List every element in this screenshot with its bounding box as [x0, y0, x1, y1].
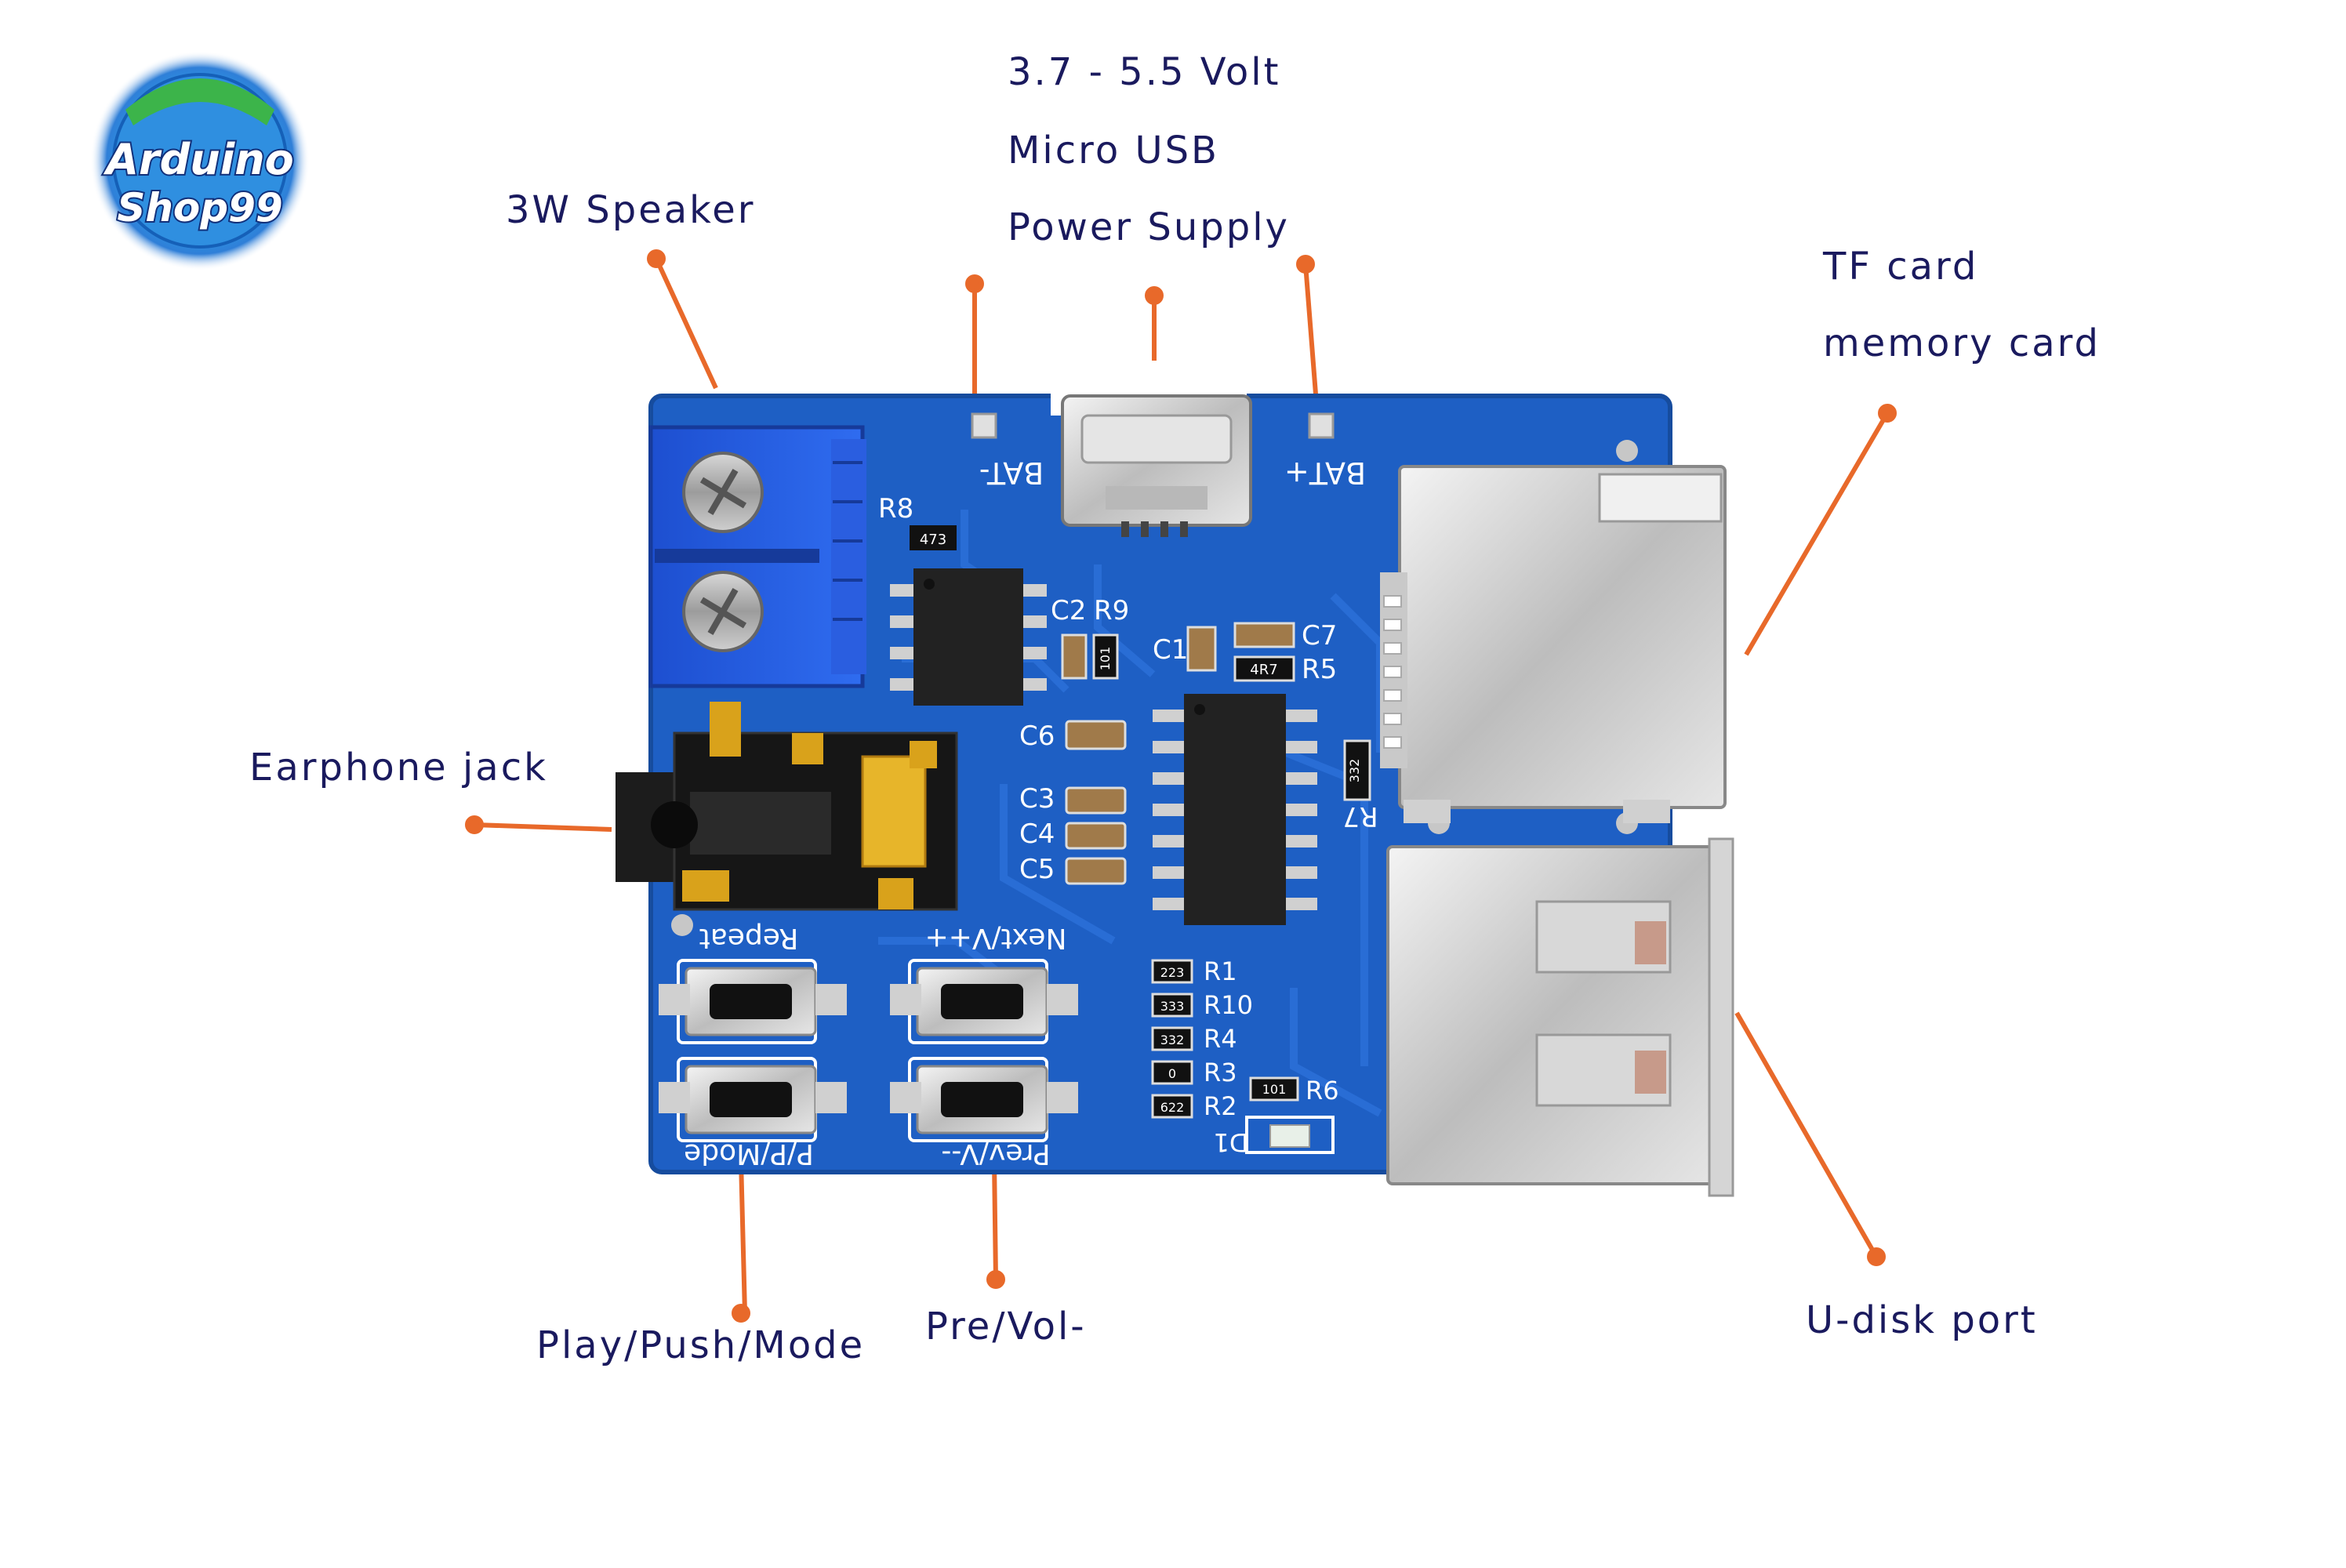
pcb-board: BAT- BAT+ R8 [616, 392, 1734, 1197]
resistor-ladder [1151, 959, 1193, 1119]
arduino-shop99-logo: Arduino Shop99 [90, 51, 310, 270]
ref-r7: R7 [1342, 800, 1378, 832]
ref-r9: R9 [1094, 595, 1129, 626]
tf-card-slot [1380, 465, 1727, 823]
ref-c4: C4 [1019, 818, 1055, 850]
power-label-usb: Micro USB [1008, 129, 1219, 172]
button-play-mode [659, 1057, 847, 1142]
silk-next: Next/V++ [925, 922, 1067, 954]
bat-minus-pad [971, 412, 997, 439]
logo-line2: Shop99 [117, 185, 282, 230]
micro-usb-port [1061, 394, 1252, 537]
bat-plus-pad [1308, 412, 1335, 439]
usb-a-port [1386, 837, 1734, 1197]
ref-c1: C1 [1153, 634, 1188, 666]
led-d1 [1269, 1124, 1310, 1148]
silk-prev: Prev/V-- [941, 1138, 1050, 1170]
ref-r1: R1 [1204, 956, 1237, 986]
marking-r5: 4R7 [1250, 662, 1277, 678]
earphone-callout-line [465, 815, 612, 834]
speaker-callout-line [647, 249, 718, 390]
ref-r3: R3 [1204, 1058, 1237, 1087]
ref-c7: C7 [1302, 620, 1337, 652]
speaker-screw-terminal [648, 425, 866, 688]
power-label-supply: Power Supply [1008, 205, 1290, 249]
silk-repeat: Repeat [699, 922, 799, 954]
resistor-r7 [1343, 739, 1371, 801]
marking-r2: 622 [1160, 1100, 1185, 1115]
bat-minus-callout-line [965, 274, 984, 414]
ref-r4: R4 [1204, 1024, 1237, 1054]
ref-c6: C6 [1019, 720, 1055, 752]
marking-r8: 473 [920, 532, 946, 548]
tf-callout-line [1744, 404, 1897, 656]
bat-minus-silk: BAT- [979, 456, 1044, 490]
resistor-r8 [910, 525, 957, 550]
bat-plus-silk: BAT+ [1284, 456, 1366, 490]
marking-r7: 332 [1347, 759, 1362, 783]
capacitor-c6 [1065, 720, 1127, 750]
speaker-label: 3W Speaker [506, 188, 756, 232]
marking-r3: 0 [1168, 1066, 1176, 1081]
decoder-chip [1153, 694, 1317, 925]
ref-r5: R5 [1302, 654, 1337, 685]
marking-r9: 101 [1098, 647, 1113, 671]
ref-c5: C5 [1019, 854, 1055, 885]
resistor-r6 [1249, 1076, 1299, 1102]
resistor-r5 [1233, 655, 1295, 682]
earphone-jack [616, 702, 958, 911]
ref-r6: R6 [1306, 1076, 1339, 1105]
marking-r4: 332 [1160, 1033, 1185, 1047]
capacitor-c7 [1233, 622, 1295, 648]
u-disk-label: U-disk port [1806, 1298, 2038, 1342]
prev-vol-label: Pre/Vol- [925, 1305, 1087, 1348]
amplifier-chip [890, 568, 1047, 706]
ref-r2: R2 [1204, 1091, 1237, 1121]
usb-callout-line [1145, 286, 1164, 361]
prev-callout-line [986, 1160, 1005, 1289]
marking-r1: 223 [1160, 965, 1185, 980]
ref-d1: D1 [1214, 1127, 1249, 1157]
earphone-jack-label: Earphone jack [249, 746, 548, 789]
button-prev [890, 1057, 1078, 1142]
tf-card-label: TF card [1823, 245, 1979, 289]
play-callout-line [732, 1160, 750, 1323]
play-mode-label: Play/Push/Mode [536, 1323, 866, 1367]
ref-c3: C3 [1019, 783, 1055, 815]
callout-lines [465, 249, 1897, 1323]
capacitor-c2 [1061, 633, 1088, 680]
capacitor-c3 [1065, 786, 1127, 815]
marking-r6: 101 [1262, 1082, 1287, 1097]
capacitor-c4 [1065, 822, 1127, 850]
ref-r8: R8 [878, 493, 913, 524]
resistor-r9 [1092, 633, 1119, 680]
ref-r10: R10 [1204, 990, 1253, 1020]
led-d1-outline [1245, 1116, 1335, 1154]
ref-c2: C2 [1051, 595, 1086, 626]
marking-r10: 333 [1160, 999, 1185, 1014]
bat-plus-callout-line [1296, 255, 1320, 415]
power-label-voltage: 3.7 - 5.5 Volt [1008, 50, 1281, 94]
capacitor-c1 [1186, 626, 1217, 672]
button-next [890, 959, 1078, 1044]
memory-card-label: memory card [1823, 321, 2101, 365]
capacitor-c5 [1065, 857, 1127, 885]
udisk-callout-line [1734, 1011, 1886, 1266]
silk-play-mode: P/P/Mode [684, 1138, 814, 1170]
logo-line1: Arduino [103, 135, 294, 184]
button-repeat [659, 959, 847, 1044]
